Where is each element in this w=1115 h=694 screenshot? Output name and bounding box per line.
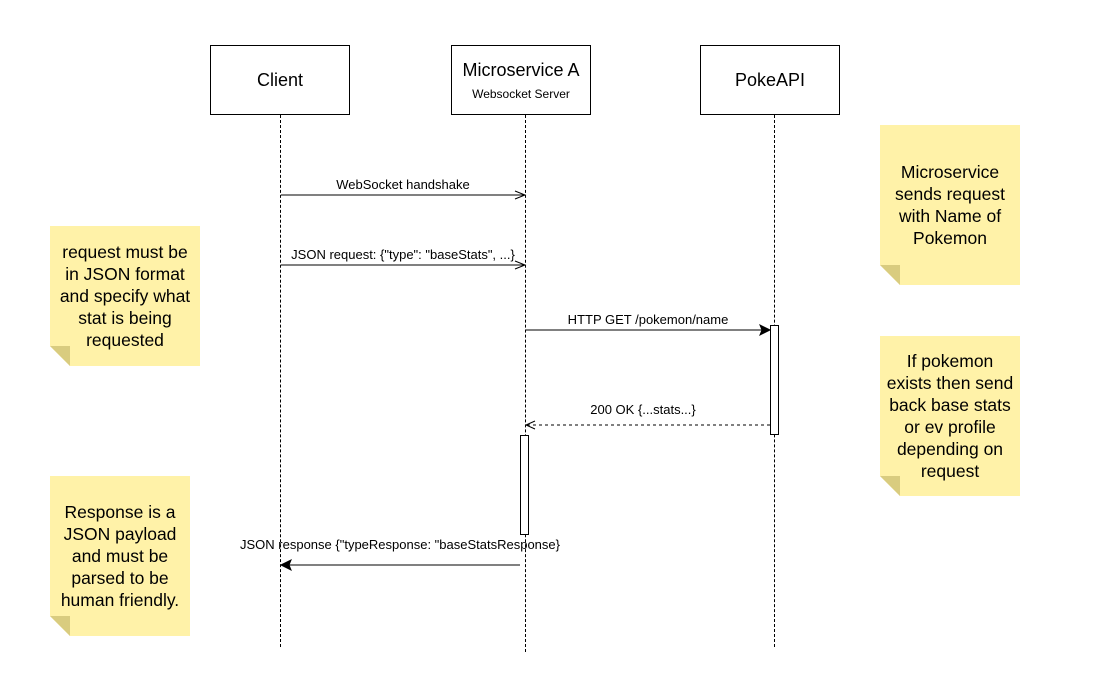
note-if-exists: If pokemon exists then send back base st…: [880, 336, 1020, 496]
arrow-websocket-handshake: [281, 190, 527, 200]
message-websocket-handshake-label: WebSocket handshake: [336, 177, 470, 192]
participant-pokeapi: PokeAPI: [700, 45, 840, 115]
activation-pokeapi: [770, 325, 779, 435]
participant-microservice-a: Microservice A Websocket Server: [451, 45, 591, 115]
participant-pokeapi-name: PokeAPI: [734, 70, 806, 90]
participant-client: Client: [210, 45, 350, 115]
participant-client-name: Client: [256, 70, 304, 90]
arrow-200-ok: [524, 420, 770, 430]
note-request-format: request must be in JSON format and speci…: [50, 226, 200, 366]
lifeline-client: [280, 115, 281, 647]
arrow-json-response: [279, 558, 520, 572]
note-sends-request: Microservice sends request with Name of …: [880, 125, 1020, 285]
note-response-payload: Response is a JSON payload and must be p…: [50, 476, 190, 636]
note-if-exists-text: If pokemon exists then send back base st…: [886, 351, 1014, 481]
arrow-json-request: [281, 260, 527, 270]
note-sends-request-text: Microservice sends request with Name of …: [895, 162, 1005, 248]
note-response-payload-text: Response is a JSON payload and must be p…: [60, 502, 180, 610]
lifeline-microservice-a: [525, 115, 526, 652]
message-http-get-label: HTTP GET /pokemon/name: [567, 312, 729, 327]
message-json-response-label: JSON response {"typeResponse: "baseStats…: [240, 537, 560, 552]
participant-microservice-a-name: Microservice A: [462, 60, 580, 80]
message-json-request-label: JSON request: {"type": "baseStats", ...}: [291, 247, 515, 262]
message-200-ok-label: 200 OK {...stats...}: [590, 402, 696, 417]
note-request-format-text: request must be in JSON format and speci…: [59, 242, 191, 350]
participant-microservice-a-subtitle: Websocket Server: [472, 87, 570, 101]
activation-microservice-a: [520, 435, 529, 535]
arrow-http-get: [525, 323, 772, 337]
